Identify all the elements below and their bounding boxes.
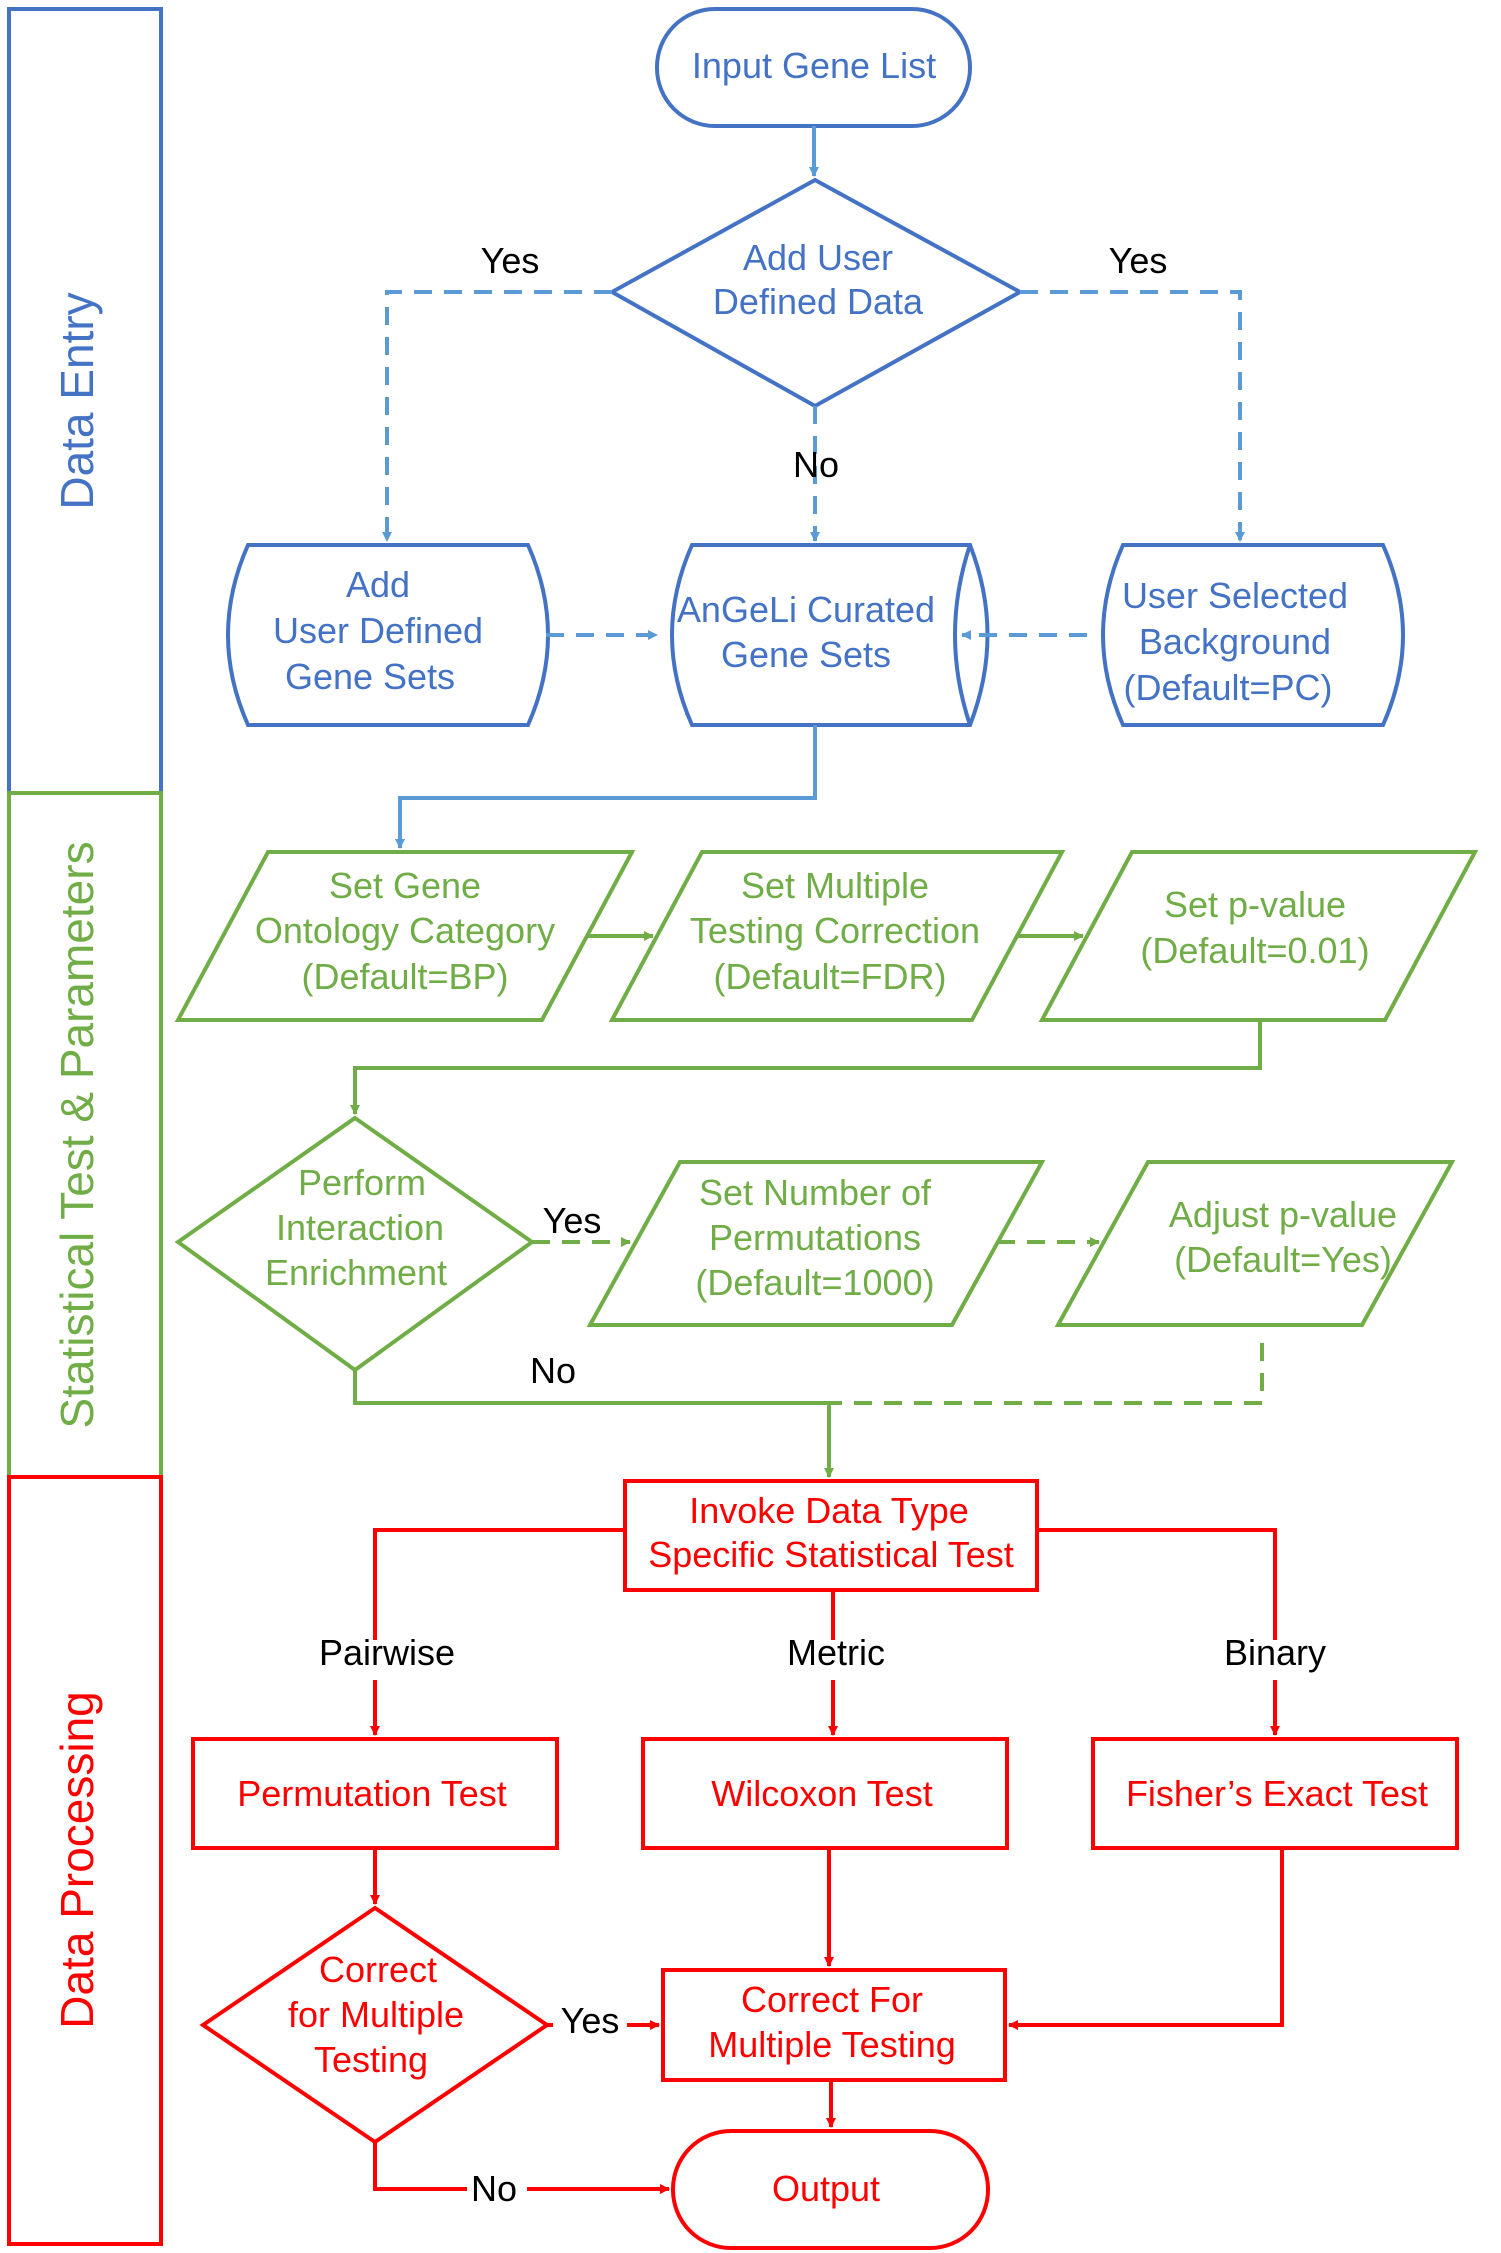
mtc-label-3: (Default=FDR): [713, 956, 946, 997]
invoke-test-label-2: Specific Statistical Test: [648, 1534, 1013, 1575]
go-category-label-2: Ontology Category: [255, 910, 555, 951]
user-background-label-2: Background: [1139, 621, 1331, 662]
go-category-label-3: (Default=BP): [301, 956, 508, 997]
lane-stats: Statistical Test & Parameters: [7, 791, 163, 1479]
permutation-test-node: Permutation Test: [191, 1737, 559, 1850]
pvalue-label-2: (Default=0.01): [1140, 930, 1369, 971]
user-background-label-3: (Default=PC): [1123, 667, 1332, 708]
permutations-label-3: (Default=1000): [695, 1262, 934, 1303]
permutations-label-2: Permutations: [709, 1217, 921, 1258]
processing-connectors: [370, 1528, 1284, 2194]
entry-connectors: [382, 126, 1245, 849]
stats-connectors: [350, 931, 1264, 1478]
user-background-node: User Selected Background (Default=PC): [1101, 543, 1405, 727]
edge-label-no-correct: No: [471, 2168, 517, 2209]
edge-label-binary: Binary: [1224, 1632, 1326, 1673]
user-background-label-1: User Selected: [1122, 575, 1348, 616]
pvalue-node: Set p-value (Default=0.01): [1038, 850, 1479, 1022]
permutation-test-label: Permutation Test: [237, 1773, 506, 1814]
adjust-pvalue-label-2: (Default=Yes): [1174, 1239, 1392, 1280]
edge-label-yes-correct: Yes: [561, 2000, 620, 2041]
correct-label-1: Correct For: [741, 1979, 923, 2020]
correct-label-2: Multiple Testing: [708, 2024, 955, 2065]
interaction-label-2: Interaction: [276, 1207, 444, 1248]
lane-data-entry: Data Entry: [7, 7, 163, 795]
invoke-test-label-1: Invoke Data Type: [689, 1490, 969, 1531]
go-category-node: Set Gene Ontology Category (Default=BP): [174, 850, 636, 1022]
invoke-test-node: Invoke Data Type Specific Statistical Te…: [623, 1479, 1039, 1592]
add-user-data-decision: Add User Defined Data: [607, 177, 1025, 409]
input-gene-list-node: Input Gene List: [655, 7, 972, 128]
interaction-label-3: Enrichment: [265, 1252, 447, 1293]
no-correct-label-bg: [467, 2170, 527, 2210]
add-gene-sets-label-3: Gene Sets: [285, 656, 455, 697]
curated-gene-sets-label-1: AnGeLi Curated: [677, 589, 935, 630]
curated-gene-sets-label-2: Gene Sets: [721, 634, 891, 675]
interaction-label-1: Perform: [298, 1162, 426, 1203]
edge-label-yes-right: Yes: [1109, 240, 1168, 281]
wilcoxon-test-label: Wilcoxon Test: [711, 1773, 932, 1814]
edge-label-pairwise: Pairwise: [319, 1632, 455, 1673]
correct-decision-label-2: for Multiple: [288, 1994, 464, 2035]
adjust-pvalue-node: Adjust p-value (Default=Yes): [1054, 1160, 1456, 1327]
lane-stats-label: Statistical Test & Parameters: [51, 841, 103, 1428]
go-category-label-1: Set Gene: [329, 865, 481, 906]
fisher-test-label: Fisher’s Exact Test: [1126, 1773, 1428, 1814]
curated-gene-sets-node: AnGeLi Curated Gene Sets: [670, 543, 990, 727]
add-user-data-label-1: Add User: [743, 237, 893, 278]
edge-label-no-interaction: No: [530, 1350, 576, 1391]
fisher-test-node: Fisher’s Exact Test: [1091, 1737, 1459, 1850]
input-gene-list-label: Input Gene List: [692, 45, 936, 86]
yes-correct-label-bg: [553, 1998, 627, 2038]
mtc-label-1: Set Multiple: [741, 865, 929, 906]
edge-label-yes-interaction: Yes: [543, 1200, 602, 1241]
edge-label-yes-left: Yes: [481, 240, 540, 281]
add-user-data-label-2: Defined Data: [713, 281, 924, 322]
wilcoxon-test-node: Wilcoxon Test: [641, 1737, 1009, 1850]
correct-node: Correct For Multiple Testing: [661, 1968, 1007, 2082]
interaction-decision: Perform Interaction Enrichment: [174, 1115, 536, 1373]
output-label: Output: [772, 2168, 880, 2209]
correct-decision-label-3: Testing: [314, 2039, 428, 2080]
mtc-label-2: Testing Correction: [690, 910, 980, 951]
output-node: Output: [671, 2129, 990, 2250]
edge-label-no-mid: No: [793, 444, 839, 485]
pvalue-label-1: Set p-value: [1164, 884, 1346, 925]
permutations-node: Set Number of Permutations (Default=1000…: [586, 1160, 1046, 1327]
lane-processing: Data Processing: [7, 1475, 163, 2246]
add-gene-sets-label-1: Add: [346, 564, 410, 605]
lane-processing-label: Data Processing: [51, 1691, 103, 2029]
correct-decision: Correct for Multiple Testing: [199, 1905, 551, 2145]
add-gene-sets-label-2: User Defined: [273, 610, 483, 651]
mtc-node: Set Multiple Testing Correction (Default…: [608, 850, 1066, 1022]
permutations-label-1: Set Number of: [699, 1172, 932, 1213]
adjust-pvalue-label-1: Adjust p-value: [1169, 1194, 1397, 1235]
lane-data-entry-label: Data Entry: [51, 292, 103, 509]
add-gene-sets-node: Add User Defined Gene Sets: [226, 543, 550, 727]
correct-decision-label-1: Correct: [319, 1949, 437, 1990]
edge-label-metric: Metric: [787, 1632, 885, 1673]
